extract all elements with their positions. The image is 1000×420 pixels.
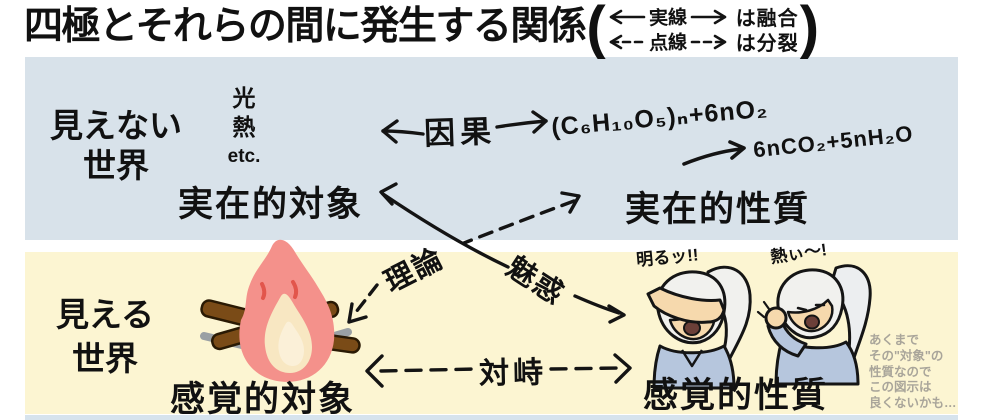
note-line: 性質なので [869,364,932,379]
legend-solid-row: 実線 は融合 [607,4,799,30]
caveat-note: あくまで その"対象"の 性質なので この図示は 良くないかも… [869,333,965,412]
pole-sensual-quality: 感覚的性質 [643,376,829,415]
character-bright-icon [646,265,752,390]
emission-etc: etc. [227,146,261,167]
dotted-left-arrow-icon [609,34,645,49]
pole-sensual-object: 感覚的対象 [170,380,356,419]
dotted-line-meaning: は分裂 [735,33,799,55]
solid-right-arrow-icon [690,9,726,24]
invisible-world-label: 見えない 世界 [28,106,204,186]
bottom-edge-strip [25,415,958,420]
pole-real-object: 実在的対象 [178,185,364,224]
visible-world-line1: 見える [55,296,154,333]
relation-confrontation-label: 対峙 [478,356,548,391]
solid-line-meaning: は融合 [735,8,799,30]
invisible-world-line2: 世界 [83,147,149,184]
emission-heat: 熱 [232,114,256,140]
note-line: その"対象"の [869,348,944,363]
invisible-world-line1: 見えない [50,107,182,144]
invisible-world-band [25,57,958,240]
solid-left-arrow-icon [609,9,645,24]
theory-line [347,191,581,324]
page-title: 四極とそれらの間に発生する関係 ( 実線 は融合 点線 [24,0,820,60]
note-line: 良くないかも… [869,396,957,411]
dotted-line-label: 点線 [648,32,688,55]
campfire-icon [200,239,361,382]
note-line: あくまで [869,333,920,347]
note-line: この図示は [869,380,932,395]
character-hot-icon [756,264,872,386]
causation-arrow [381,110,548,144]
emissions-list: 光 熱 etc. [211,84,277,171]
title-paren-open: ( [586,0,606,60]
visible-world-line2: 世界 [72,340,138,377]
title-text: 四極とそれらの間に発生する関係 [24,5,587,48]
emission-light: 光 [232,85,256,111]
confrontation-arrow [365,353,632,388]
dotted-right-arrow-icon [690,34,726,49]
allure-line [379,182,626,324]
title-paren-close: ) [799,0,820,60]
solid-line-label: 実線 [648,7,688,30]
legend-dotted-row: 点線 は分裂 [607,29,799,55]
pole-real-quality: 実在的性質 [625,190,811,229]
line-type-legend: 実線 は融合 点線 は分裂 [607,4,799,55]
reaction-arrow [682,140,746,166]
relation-causation-label: 因果 [423,113,497,152]
visible-world-label: 見える 世界 [30,293,180,381]
